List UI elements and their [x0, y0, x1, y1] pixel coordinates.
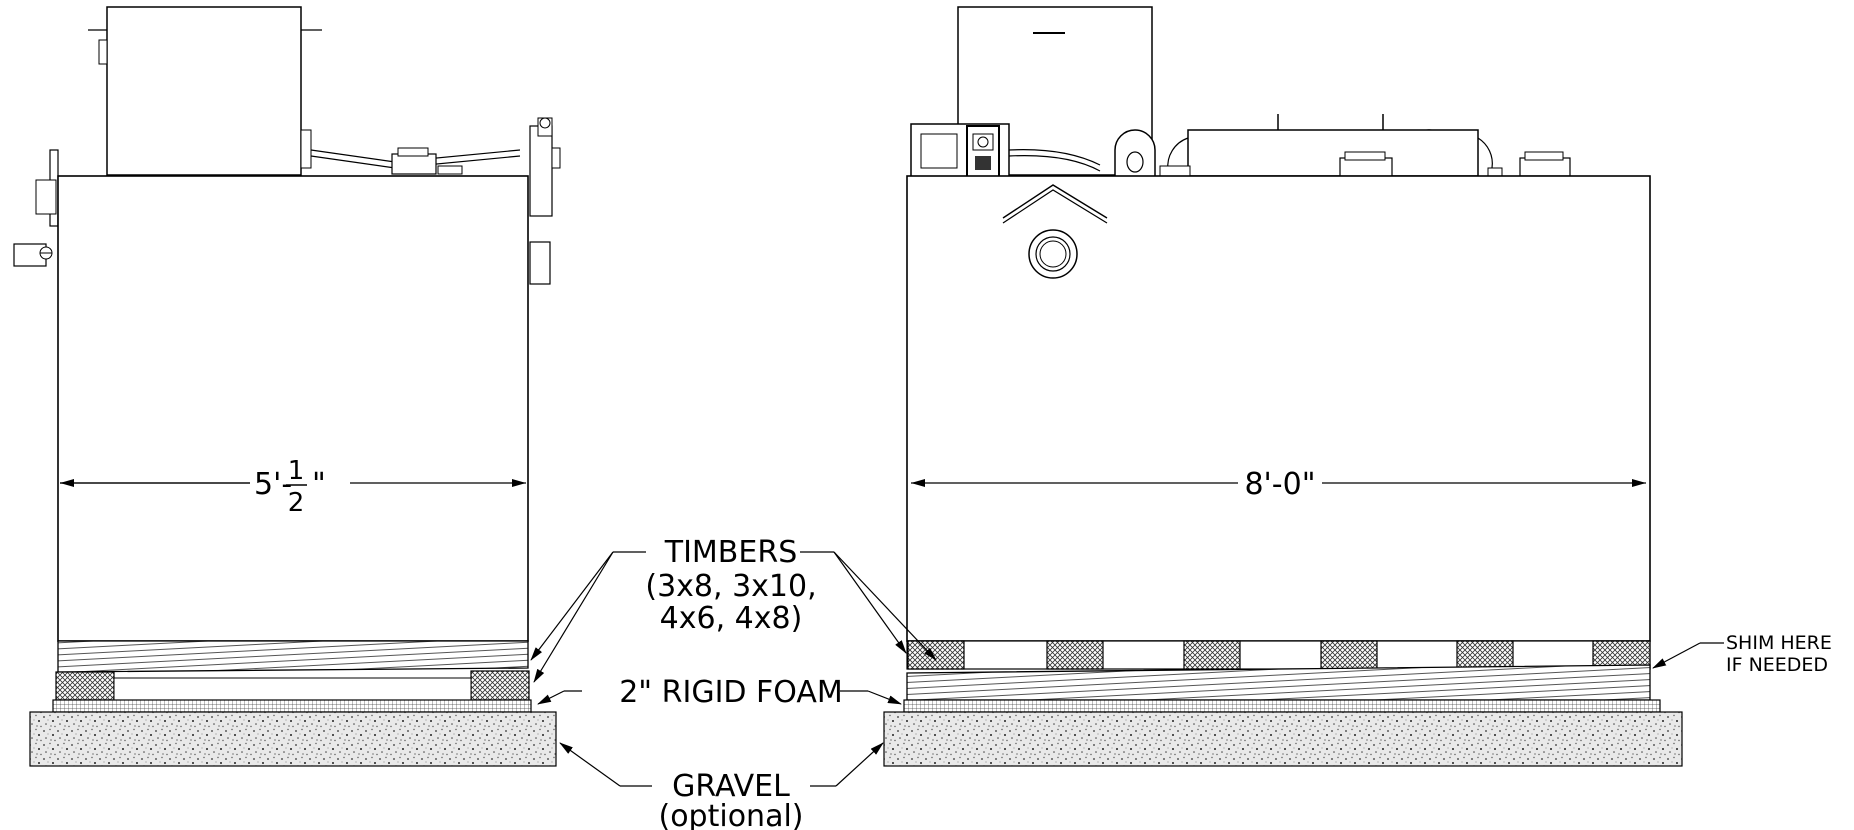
left-end-view: 5'- 1 2 " — [13, 6, 561, 767]
right-timber-3 — [1183, 640, 1241, 670]
right-top-housing — [1187, 129, 1479, 177]
right-side-view: 8'-0" — [883, 6, 1683, 767]
right-gravel — [883, 711, 1683, 767]
shim-label-line1: SHIM HERE — [1726, 632, 1832, 654]
right-rigid-foam — [903, 699, 1661, 713]
timbers-sizes-line1: (3x8, 3x10, — [645, 569, 816, 604]
right-timber-6 — [1592, 640, 1651, 670]
right-width-label: 8'-0" — [1244, 467, 1315, 502]
rigid-foam-label: 2" RIGID FOAM — [619, 675, 843, 710]
right-timber-5 — [1456, 640, 1514, 670]
left-timber-2 — [470, 670, 530, 701]
left-rigid-foam — [52, 699, 532, 713]
timbers-label: TIMBERS — [664, 535, 797, 570]
left-width-denominator: 2 — [288, 488, 305, 518]
gravel-note: (optional) — [659, 799, 804, 830]
gravel-label: GRAVEL — [672, 769, 790, 804]
left-equipment-box — [106, 6, 302, 176]
left-width-numerator: 1 — [288, 456, 305, 486]
callouts: TIMBERS (3x8, 3x10, 4x6, 4x8) 2" RIGID F… — [530, 535, 1832, 830]
left-timber-1 — [55, 671, 115, 701]
shim-label-line2: IF NEEDED — [1726, 654, 1828, 676]
left-gravel — [29, 711, 557, 767]
right-timber-4 — [1320, 640, 1378, 670]
left-wood-base — [57, 640, 529, 673]
left-width-feet: 5'- — [254, 467, 292, 502]
right-timber-2 — [1046, 640, 1104, 670]
left-width-inch: " — [312, 467, 326, 502]
left-tank-body — [57, 175, 529, 642]
right-tank-body — [906, 175, 1651, 642]
right-timber-1 — [907, 640, 965, 670]
timbers-sizes-line2: 4x6, 4x8) — [660, 601, 803, 636]
right-wood-base — [906, 664, 1651, 701]
